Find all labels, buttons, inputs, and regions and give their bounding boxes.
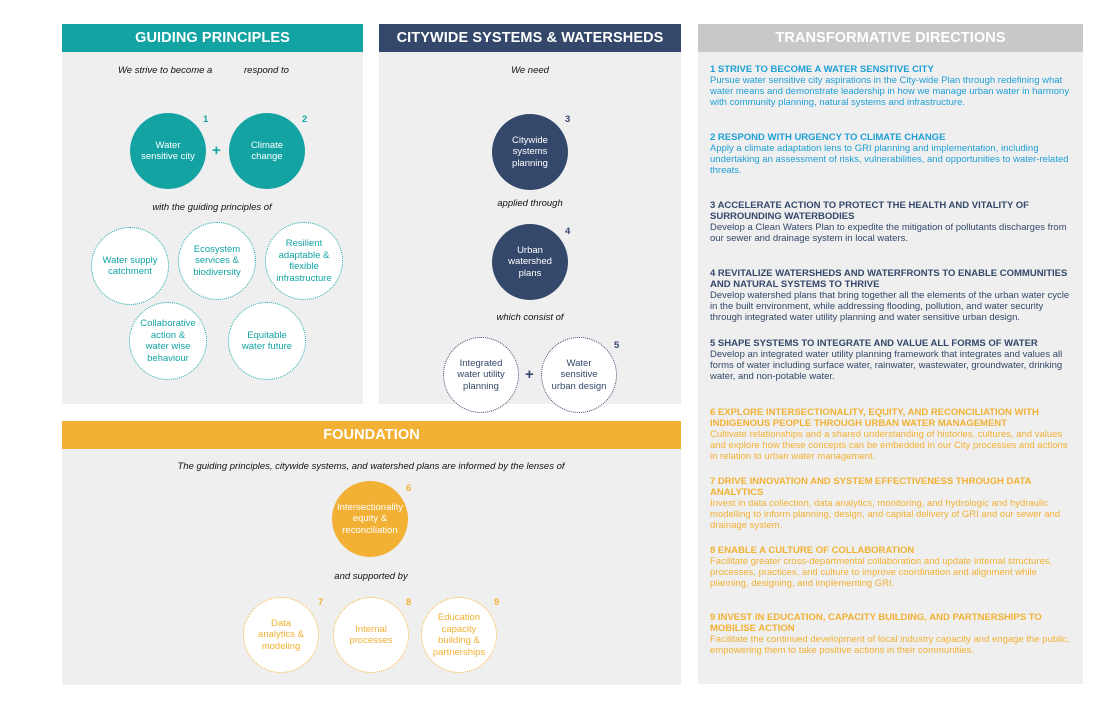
guiding-principles-header: GUIDING PRINCIPLES xyxy=(62,24,363,52)
climate-change-label: Climate change xyxy=(250,139,284,163)
principle-collaborative-action: Collaborative action & water wise behavi… xyxy=(129,302,207,380)
direction-5: 5 SHAPE SYSTEMS TO INTEGRATE AND VALUE A… xyxy=(710,338,1063,382)
transformative-directions-header: TRANSFORMATIVE DIRECTIONS xyxy=(698,24,1083,52)
internal-processes-circle: Internal processes xyxy=(333,597,409,673)
guiding-mid-text: with the guiding principles of xyxy=(152,202,272,213)
number-3: 3 xyxy=(565,114,571,125)
water-sensitive-city-circle: Water sensitive city xyxy=(130,113,206,189)
number-6: 6 xyxy=(406,483,412,494)
number-5: 5 xyxy=(614,340,620,351)
number-2: 2 xyxy=(302,114,308,125)
applied-through-text: applied through xyxy=(497,198,563,209)
direction-8: 8 ENABLE A CULTURE OF COLLABORATION Faci… xyxy=(710,545,1053,589)
principle-equitable-water-future: Equitable water future xyxy=(228,302,306,380)
education-capacity-circle: Education capacity building & partnershi… xyxy=(421,597,497,673)
water-sensitive-city-label: Water sensitive city xyxy=(141,139,195,163)
plus-sign-citywide: + xyxy=(525,366,534,383)
direction-3: 3 ACCELERATE ACTION TO PROTECT THE HEALT… xyxy=(710,200,1067,244)
intersectionality-circle: Intersectionality equity & reconciliatio… xyxy=(332,481,408,557)
direction-7: 7 DRIVE INNOVATION AND SYSTEM EFFECTIVEN… xyxy=(710,476,1061,531)
citywide-systems-header: CITYWIDE SYSTEMS & WATERSHEDS xyxy=(379,24,681,52)
principle-water-supply: Water supply catchment xyxy=(91,227,169,305)
direction-9: 9 INVEST IN EDUCATION, CAPACITY BUILDING… xyxy=(710,612,1070,656)
number-7: 7 xyxy=(318,597,324,608)
transformative-directions-body: 1 STRIVE TO BECOME A WATER SENSITIVE CIT… xyxy=(698,52,1083,684)
foundation-body: The guiding principles, citywide systems… xyxy=(62,449,681,685)
transformative-directions-panel: TRANSFORMATIVE DIRECTIONS 1 STRIVE TO BE… xyxy=(698,24,1083,684)
water-sensitive-urban-design-circle: Water sensitive urban design xyxy=(541,337,617,413)
foundation-header: FOUNDATION xyxy=(62,421,681,449)
number-8: 8 xyxy=(406,597,412,608)
urban-watershed-plans-circle: Urban watershed plans xyxy=(492,224,568,300)
principle-ecosystem-services: Ecosystem services & biodiversity xyxy=(178,222,256,300)
plus-sign: + xyxy=(212,142,221,159)
direction-6: 6 EXPLORE INTERSECTIONALITY, EQUITY, AND… xyxy=(710,407,1068,462)
number-1: 1 xyxy=(203,114,209,125)
guiding-principles-body: We strive to become a respond to Water s… xyxy=(62,52,363,404)
guiding-principles-panel: GUIDING PRINCIPLES We strive to become a… xyxy=(62,24,363,404)
data-analytics-circle: Data analytics & modeling xyxy=(243,597,319,673)
citywide-systems-planning-circle: Citywide systems planning xyxy=(492,114,568,190)
we-need-text: We need xyxy=(511,65,549,76)
number-9: 9 xyxy=(494,597,500,608)
citywide-systems-body: We need Citywide systems planning 3 appl… xyxy=(379,52,681,413)
supported-by-text: and supported by xyxy=(334,571,408,582)
foundation-panel: FOUNDATION The guiding principles, cityw… xyxy=(62,421,681,685)
guiding-intro-right: respond to xyxy=(244,65,289,76)
foundation-intro-text: The guiding principles, citywide systems… xyxy=(177,461,565,472)
guiding-intro-left: We strive to become a xyxy=(118,65,213,76)
climate-change-circle: Climate change xyxy=(229,113,305,189)
direction-4: 4 REVITALIZE WATERSHEDS AND WATERFRONTS … xyxy=(710,268,1070,323)
citywide-systems-panel: CITYWIDE SYSTEMS & WATERSHEDS We need Ci… xyxy=(379,24,681,413)
which-consist-text: which consist of xyxy=(496,312,564,323)
direction-1: 1 STRIVE TO BECOME A WATER SENSITIVE CIT… xyxy=(710,64,1070,108)
principle-resilient-infrastructure: Resilient adaptable & flexible infrastru… xyxy=(265,222,343,300)
integrated-water-utility-circle: Integrated water utility planning xyxy=(443,337,519,413)
direction-2: 2 RESPOND WITH URGENCY TO CLIMATE CHANGE… xyxy=(710,132,1069,176)
number-4: 4 xyxy=(565,226,571,237)
